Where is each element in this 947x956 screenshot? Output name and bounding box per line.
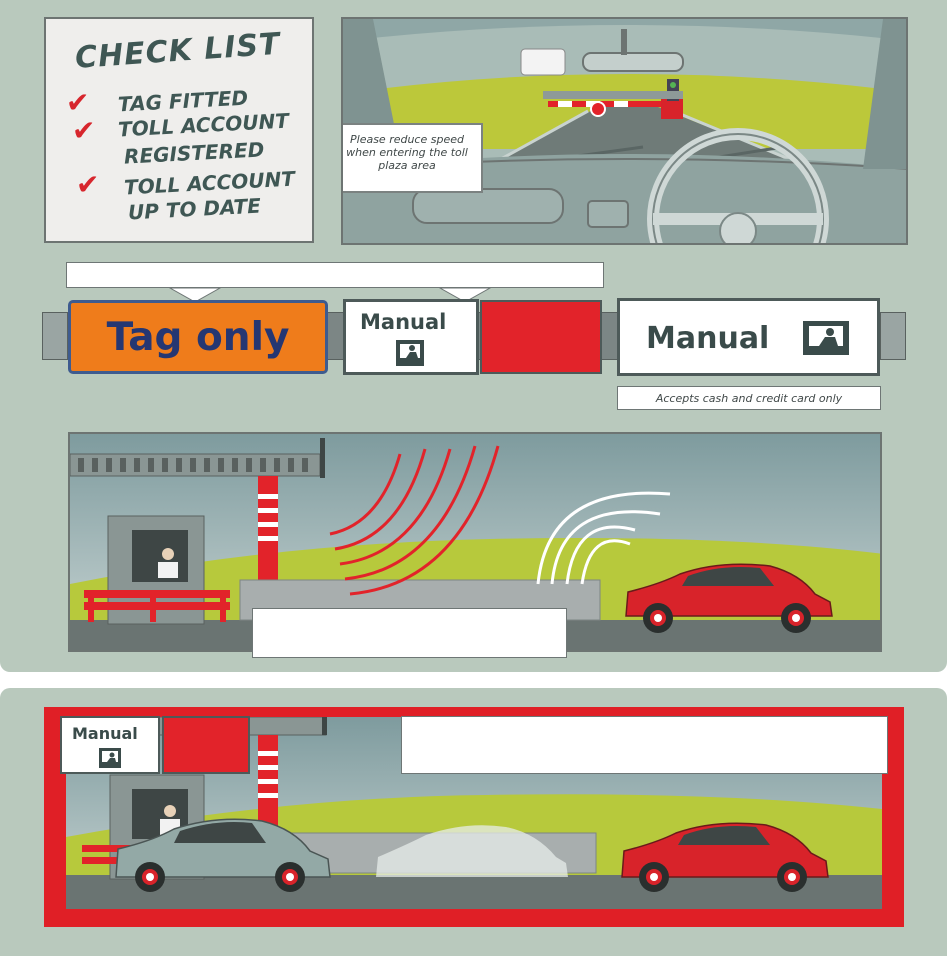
- checkmark-icon: ✔: [72, 114, 96, 147]
- callout-arrows: [168, 287, 492, 303]
- checklist-item-2b: REGISTERED: [123, 137, 265, 169]
- checklist-title: CHECK LIST: [74, 26, 282, 76]
- lane-callout-label: [66, 262, 604, 288]
- manual-sign-large: Manual: [617, 298, 880, 376]
- car-icon: [115, 818, 331, 892]
- manual-sign-bottom: Manual: [60, 716, 160, 774]
- windshield-view: Please reduce speed when entering the to…: [341, 17, 908, 245]
- gantry-end-left: [42, 312, 68, 360]
- accepts-note-box: Accepts cash and credit card only: [617, 386, 881, 410]
- speed-notice: Please reduce speed when entering the to…: [343, 123, 483, 193]
- tag-only-sign: Tag only: [68, 300, 328, 374]
- manual-sign-small-label: Manual: [360, 310, 447, 334]
- toll-booth-operator-icon: [803, 321, 849, 355]
- bottom-red-light: [162, 716, 250, 774]
- checkmark-icon: ✔: [66, 86, 90, 119]
- windshield-illustration: [343, 19, 906, 243]
- gantry-end-right: [880, 312, 906, 360]
- accepts-note: Accepts cash and credit card only: [655, 391, 843, 405]
- car-icon: [621, 822, 829, 892]
- manual-lane-callout: [401, 716, 888, 774]
- toll-booth-operator-icon: [99, 748, 121, 768]
- car-icon: [625, 563, 833, 633]
- manual-sign-large-label: Manual: [646, 321, 770, 356]
- speed-notice-text: Please reduce speed when entering the to…: [346, 133, 468, 172]
- toll-booth-operator-icon: [396, 340, 424, 366]
- checkmark-icon: ✔: [76, 168, 100, 201]
- checklist-card: CHECK LIST ✔ TAG FITTED ✔ TOLL ACCOUNT R…: [44, 17, 314, 243]
- manual-sign-bottom-label: Manual: [72, 724, 138, 743]
- tag-lane-callout: [252, 608, 567, 658]
- manual-sign-small: Manual: [343, 299, 479, 375]
- stop-red-light: [480, 300, 602, 374]
